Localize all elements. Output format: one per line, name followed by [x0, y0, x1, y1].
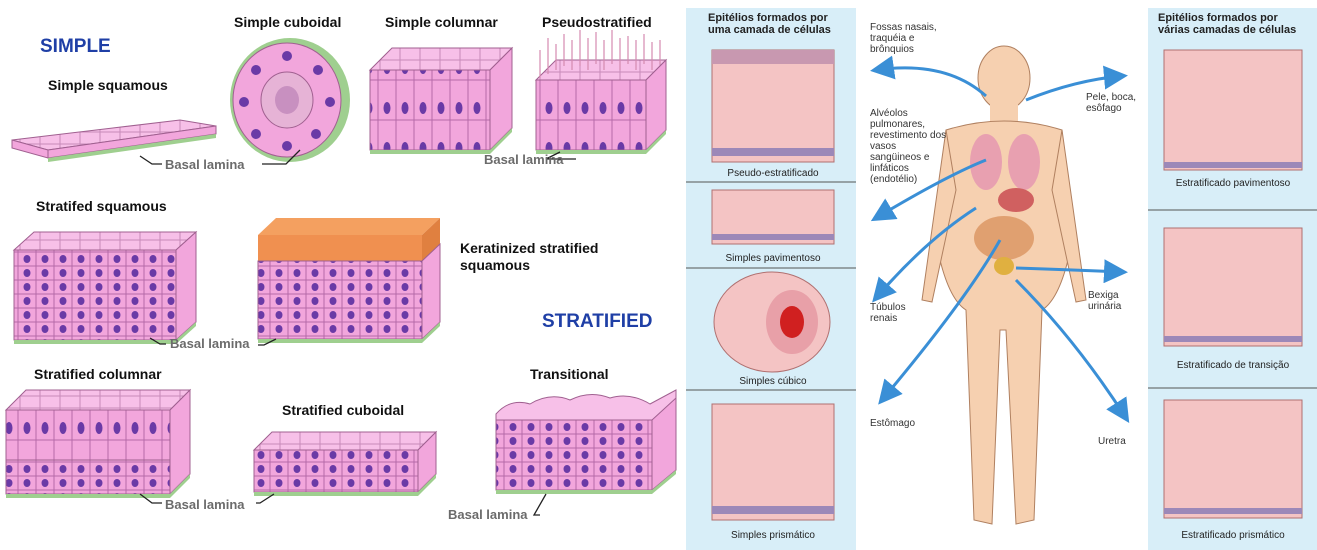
keratinized-diagram — [258, 218, 440, 343]
caption-estrat-transicao: Estratificado de transição — [1164, 360, 1302, 371]
tile-estratificado-pavimentoso — [1164, 50, 1302, 170]
organ-bexiga: Bexiga urinária — [1088, 290, 1138, 312]
stratified-squamous-diagram — [14, 232, 196, 344]
tile-simples-pavimentoso — [712, 190, 834, 244]
label-simple-squamous: Simple squamous — [48, 77, 168, 93]
basal-lamina-label: Basal lamina — [448, 507, 528, 522]
simple-cuboidal-diagram — [230, 38, 350, 162]
stratified-heading: STRATIFIED — [542, 311, 652, 333]
label-stratified-squamous: Stratifed squamous — [36, 198, 167, 214]
caption-estrat-prismatico: Estratificado prismático — [1164, 530, 1302, 541]
label-keratinized: Keratinized stratified squamous — [460, 240, 640, 274]
organ-pele: Pele, boca, esôfago — [1086, 92, 1146, 114]
caption-prismatico: Simples prismático — [712, 530, 834, 541]
tile-estratificado-prismatico — [1164, 400, 1302, 518]
right-illustrations — [686, 0, 1317, 550]
tile-pseudo-estratificado — [712, 50, 834, 162]
organ-tubulos: Túbulos renais — [870, 302, 930, 324]
left-panel: SIMPLE STRATIFIED Simple squamous Simple… — [0, 0, 686, 550]
stratified-cuboidal-diagram — [254, 432, 436, 496]
right-panel: Epitélios formados por uma camada de cél… — [686, 0, 1317, 550]
stratified-columnar-diagram — [6, 390, 190, 498]
transitional-diagram — [496, 390, 676, 494]
organ-estomago: Estômago — [870, 418, 915, 429]
caption-pseudo: Pseudo-estratificado — [712, 168, 834, 179]
organ-uretra: Uretra — [1098, 436, 1126, 447]
basal-lamina-label: Basal lamina — [170, 336, 250, 351]
caption-estrat-pavimentoso: Estratificado pavimentoso — [1164, 178, 1302, 189]
organ-fossas: Fossas nasais, traquéia e brônquios — [870, 22, 950, 55]
caption-pavimentoso: Simples pavimentoso — [712, 253, 834, 264]
tile-simples-cubico — [714, 272, 830, 372]
label-pseudostratified: Pseudostratified — [542, 14, 652, 30]
col-right-title: Epitélios formados por várias camadas de… — [1158, 12, 1308, 36]
pseudostratified-diagram — [536, 30, 666, 154]
basal-lamina-label: Basal lamina — [484, 152, 564, 167]
simple-squamous-diagram — [12, 120, 216, 162]
tile-simples-prismatico — [712, 404, 834, 520]
basal-lamina-label: Basal lamina — [165, 157, 245, 172]
simple-columnar-diagram — [370, 48, 512, 154]
organ-alveolos: Alvéolos pulmonares, revestimento dos va… — [870, 108, 950, 185]
label-stratified-cuboidal: Stratified cuboidal — [282, 402, 404, 418]
tile-estratificado-de-transicao — [1164, 228, 1302, 346]
label-transitional: Transitional — [530, 366, 609, 382]
simple-heading: SIMPLE — [40, 36, 111, 58]
label-simple-columnar: Simple columnar — [385, 14, 498, 30]
caption-cubico: Simples cúbico — [712, 376, 834, 387]
basal-lamina-label: Basal lamina — [165, 497, 245, 512]
label-simple-cuboidal: Simple cuboidal — [234, 14, 341, 30]
col-left-title: Epitélios formados por uma camada de cél… — [708, 12, 848, 36]
label-stratified-columnar: Stratified columnar — [34, 366, 162, 382]
